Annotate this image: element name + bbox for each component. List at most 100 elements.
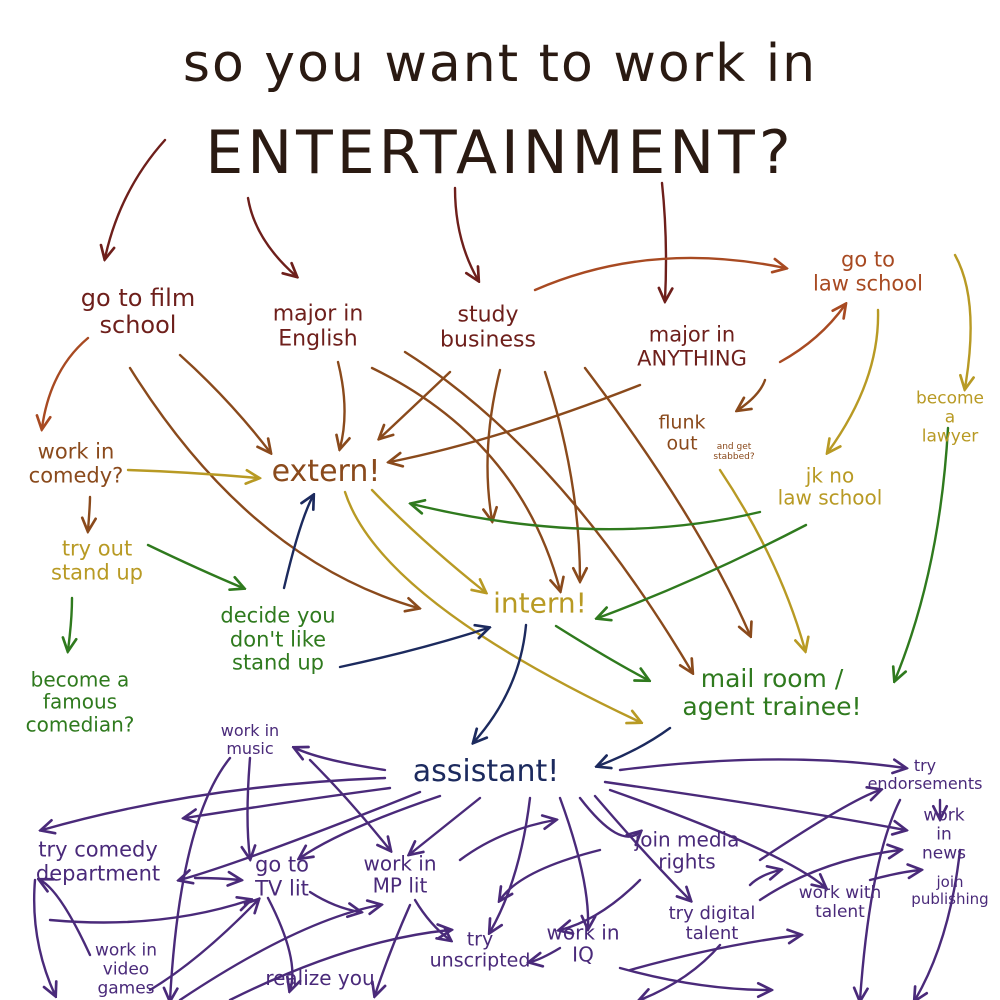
node-unscripted: try unscripted [429, 928, 531, 972]
connector-arrow [554, 624, 648, 680]
connector-arrow [370, 488, 485, 592]
connector-arrow [458, 820, 555, 862]
connector-arrow [105, 138, 167, 258]
connector-arrow [170, 756, 232, 1000]
connector-arrow [608, 788, 825, 887]
connector-arrow [126, 468, 258, 478]
node-intern: intern! [493, 586, 587, 620]
connector-arrow [338, 628, 488, 669]
title-line-1: so you want to work in [182, 34, 818, 94]
node-assistant: assistant! [412, 754, 560, 790]
connector-arrow [603, 780, 905, 830]
connector-arrow [558, 796, 588, 928]
connector-arrow [618, 966, 770, 990]
connector-arrow [662, 181, 666, 300]
connector-arrow [583, 366, 750, 635]
connector-arrow [412, 504, 762, 531]
node-study-business: study business [440, 302, 536, 352]
connector-arrow [738, 378, 767, 410]
node-realize-you: realize you [265, 965, 375, 990]
node-work-music: work in music [220, 721, 280, 758]
connector-arrow [593, 794, 690, 900]
connector-arrow [578, 796, 640, 837]
connector-arrow [748, 870, 780, 887]
connector-arrow [758, 790, 880, 862]
node-jk-law-school: jk no law school [777, 463, 883, 510]
connector-arrow [474, 623, 528, 742]
connector-arrow [32, 878, 55, 995]
connector-arrow [640, 943, 722, 1000]
connector-arrow [778, 305, 845, 364]
connector-arrow [380, 370, 452, 438]
node-decide-standup: decide you don't like stand up [220, 603, 336, 675]
connector-arrow [48, 900, 250, 924]
node-video-games: work in video games [94, 940, 158, 999]
connector-arrow [895, 426, 950, 680]
node-law-school: go to law school [813, 247, 923, 295]
connector-arrow [533, 256, 785, 292]
connector-arrow [128, 366, 418, 608]
node-major-english: major in English [272, 301, 364, 351]
node-tv-lit: go to TV lit [255, 852, 309, 900]
connector-arrow [390, 383, 642, 462]
node-extern: extern! [271, 454, 381, 490]
connector-arrow [178, 353, 270, 452]
connector-arrow [598, 726, 672, 766]
connector-arrow [148, 900, 258, 992]
connector-arrow [828, 308, 880, 452]
connector-arrow [370, 366, 560, 590]
connector-arrow [453, 186, 478, 280]
node-flunk-out: flunk out [658, 411, 706, 455]
node-famous-comedian: become a famous comedian? [25, 667, 135, 737]
connector-arrow [618, 758, 905, 770]
connector-arrow [282, 496, 313, 590]
connector-arrow [178, 905, 380, 1000]
connector-arrow [308, 758, 390, 850]
node-get-stabbed: and get stabbed? [713, 441, 755, 462]
connector-arrow [246, 196, 296, 276]
connector-arrow [68, 596, 72, 650]
node-comedy-dept: try comedy department [35, 837, 161, 885]
connector-arrow [953, 253, 971, 388]
node-work-iq: work in IQ [546, 920, 620, 967]
node-try-endorsements: try endorsements [867, 756, 983, 793]
connector-arrow [860, 798, 902, 1000]
connector-arrow [42, 336, 90, 428]
node-work-talent: work with talent [798, 882, 882, 922]
node-film-school: go to film school [80, 284, 196, 339]
connector-arrow [403, 350, 692, 672]
title-line-2: ENTERTAINMENT? [205, 118, 795, 188]
node-work-comedy: work in comedy? [28, 439, 124, 487]
connector-arrow [718, 468, 805, 650]
node-work-news: work in news [922, 805, 966, 864]
connector-arrow [185, 786, 392, 818]
connector-arrow [193, 878, 240, 880]
node-digital-talent: try digital talent [668, 902, 756, 944]
connector-arrow [42, 776, 387, 830]
connector-arrow [228, 930, 450, 1000]
node-mailroom: mail room / agent trainee! [682, 664, 862, 721]
connector-arrow [40, 880, 92, 957]
connector-arrow [375, 903, 412, 995]
connector-arrow [530, 946, 562, 962]
connector-arrow [295, 748, 387, 772]
connector-arrow [560, 878, 642, 930]
node-join-publishing: join publishing [911, 873, 989, 908]
connector-arrow [88, 495, 90, 530]
connector-arrow [266, 896, 292, 990]
node-media-rights: join media rights [634, 827, 740, 874]
connector-arrow [146, 543, 243, 588]
connector-arrow [300, 794, 442, 858]
connector-arrow [500, 848, 602, 900]
connector-arrow [598, 523, 808, 618]
connector-arrow [410, 796, 482, 854]
node-mp-lit: work in MP lit [363, 851, 437, 898]
connector-arrow [180, 790, 422, 880]
connector-arrow [248, 756, 251, 858]
node-major-anything: major in ANYTHING [637, 322, 747, 370]
connector-arrow [915, 848, 962, 1000]
node-become-lawyer: become a lawyer [915, 388, 985, 447]
connector-arrow [758, 850, 900, 902]
